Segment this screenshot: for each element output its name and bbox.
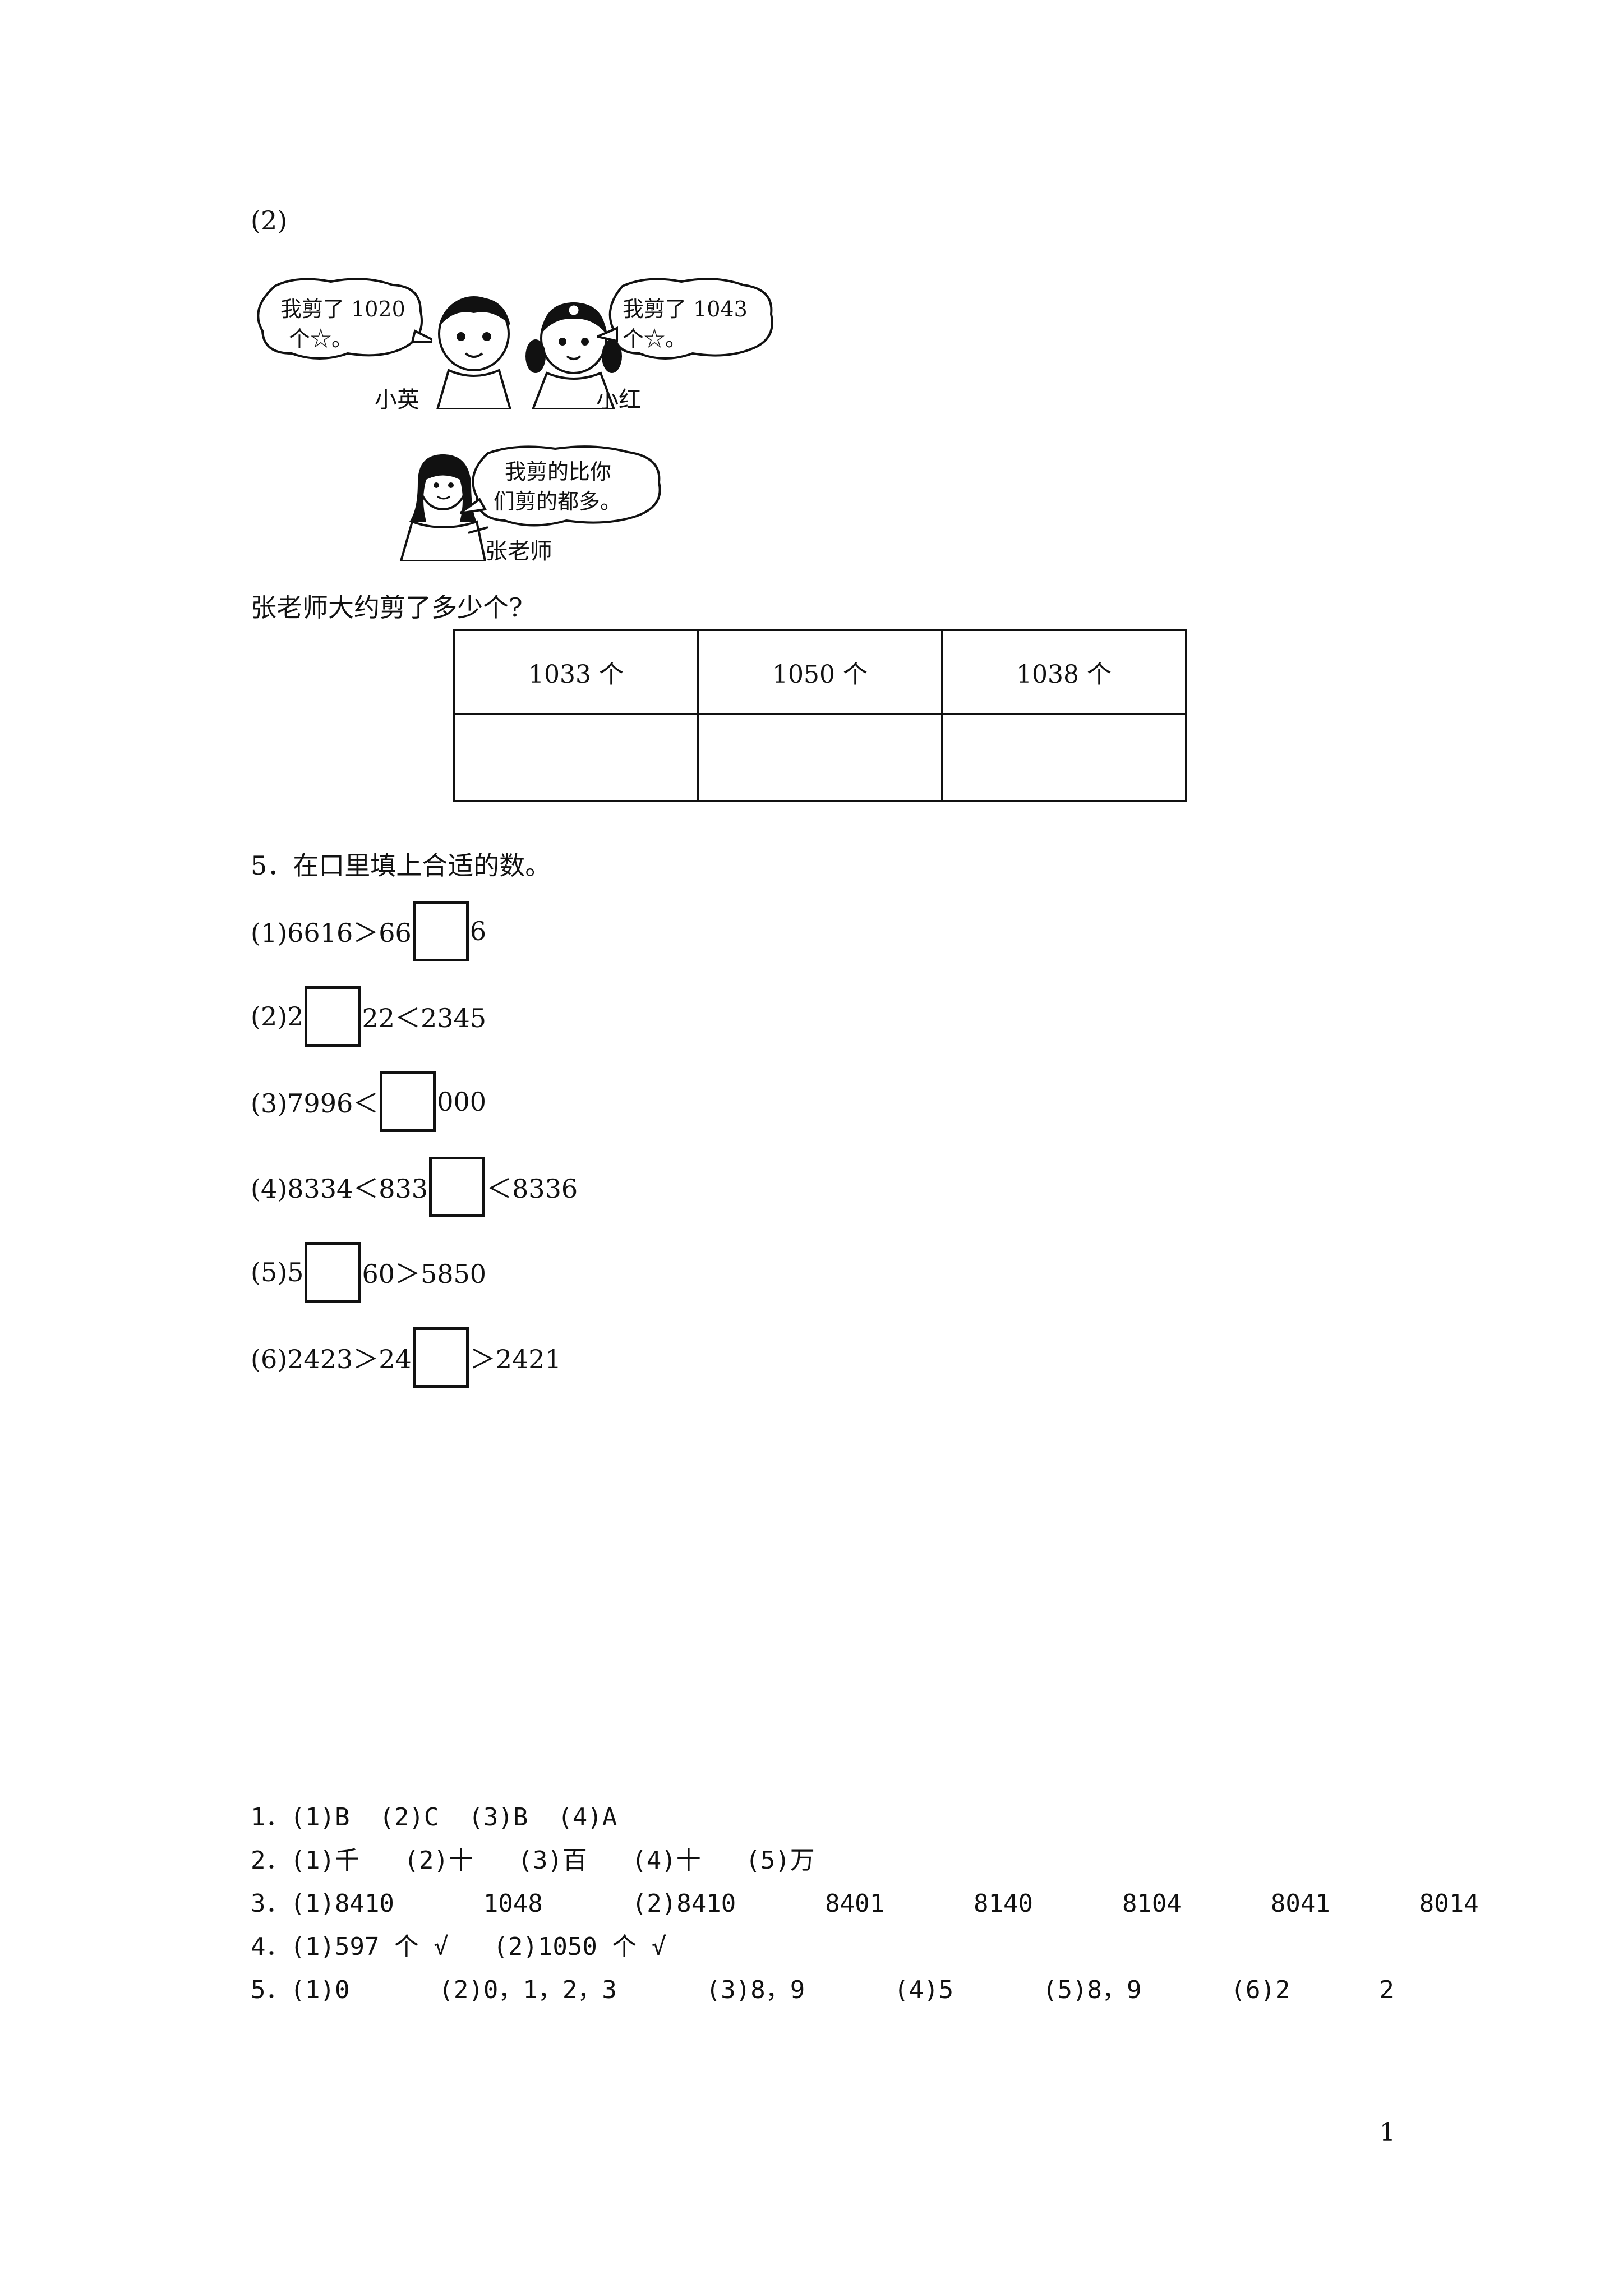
fill-item-4-suffix: ＜8336 (486, 1174, 578, 1204)
fill-item-2-suffix: 22＜2345 (362, 1003, 487, 1033)
fill-item-6-suffix: ＞2421 (469, 1344, 561, 1374)
fill-item-2-prefix: (2)2 (251, 1001, 304, 1032)
xiaohong-figure-icon (525, 302, 622, 409)
fill-item-1-prefix: (1)6616＞66 (251, 918, 412, 948)
fill-box-3[interactable] (380, 1071, 436, 1132)
xiaoying-name: 小英 (375, 387, 419, 413)
fill-box-1[interactable] (412, 901, 469, 961)
options-table: 1033 个 1050 个 1038 个 (453, 629, 1187, 802)
answer-line-3: 3．(1)8410 1048 (2)8410 8401 8140 8104 80… (251, 1889, 1479, 1918)
answer-line-2: 2．(1)千 (2)十 (3)百 (4)十 (5)万 (251, 1846, 815, 1875)
xiaoying-speech-line1: 我剪了 1020 (280, 297, 405, 321)
fill-box-6[interactable] (412, 1327, 469, 1388)
fill-item-5-suffix: 60＞5850 (362, 1259, 487, 1289)
fill-item-2: (2)2 22＜2345 (251, 986, 487, 1047)
fill-item-5: (5)5 60＞5850 (251, 1242, 487, 1303)
section5-title: 5．在口里填上合适的数。 (251, 850, 551, 881)
option-1033: 1033 个 (453, 629, 699, 715)
answer-cell-3[interactable] (941, 713, 1187, 802)
fill-item-1: (1)6616＞66 6 (251, 901, 487, 961)
fill-item-6: (6)2423＞24 ＞2421 (251, 1327, 561, 1388)
fill-item-4-prefix: (4)8334＜833 (251, 1174, 428, 1204)
page-number: 1 (1380, 2118, 1395, 2147)
xiaohong-name: 小红 (596, 387, 641, 413)
fill-item-5-prefix: (5)5 (251, 1257, 304, 1287)
xiaohong-speech-line2: 个☆。 (623, 326, 687, 351)
fill-box-2[interactable] (305, 986, 361, 1047)
xiaohong-speech-bubble (597, 278, 773, 360)
fill-item-3: (3)7996＜ 000 (251, 1071, 487, 1132)
fill-item-4: (4)8334＜833 ＜8336 (251, 1157, 578, 1217)
fill-item-1-suffix: 6 (469, 916, 487, 946)
xiaoying-speech-line2: 个☆。 (289, 326, 353, 351)
option-1050: 1050 个 (697, 629, 943, 715)
xiaohong-speech-line1: 我剪了 1043 (623, 297, 748, 321)
option-1038: 1038 个 (941, 629, 1187, 715)
answer-line-5: 5．(1)0 (2)0，1，2，3 (3)8，9 (4)5 (5)8，9 (6)… (251, 1976, 1394, 2004)
teacher-speech-line2: 们剪的都多。 (494, 489, 622, 514)
fill-item-6-prefix: (6)2423＞24 (251, 1344, 412, 1374)
question-text: 张老师大约剪了多少个? (251, 592, 523, 623)
fill-item-3-prefix: (3)7996＜ (251, 1088, 379, 1119)
xiaoying-speech-bubble (257, 278, 432, 360)
answer-line-4: 4．(1)597 个 √ (2)1050 个 √ (251, 1932, 667, 1961)
fill-item-3-suffix: 000 (437, 1087, 487, 1117)
part-label: (2) (251, 205, 288, 236)
answer-cell-2[interactable] (697, 713, 943, 802)
fill-box-4[interactable] (429, 1157, 486, 1217)
teacher-figure-icon (399, 454, 488, 561)
answer-cell-1[interactable] (453, 713, 699, 802)
fill-box-5[interactable] (305, 1242, 361, 1303)
answer-line-1: 1．(1)B (2)C (3)B (4)A (251, 1803, 617, 1832)
teacher-speech-line1: 我剪的比你 (505, 459, 612, 484)
xiaoying-figure-icon (436, 296, 512, 409)
teacher-speech-bubble (460, 445, 661, 527)
teacher-name: 张老师 (485, 539, 552, 564)
